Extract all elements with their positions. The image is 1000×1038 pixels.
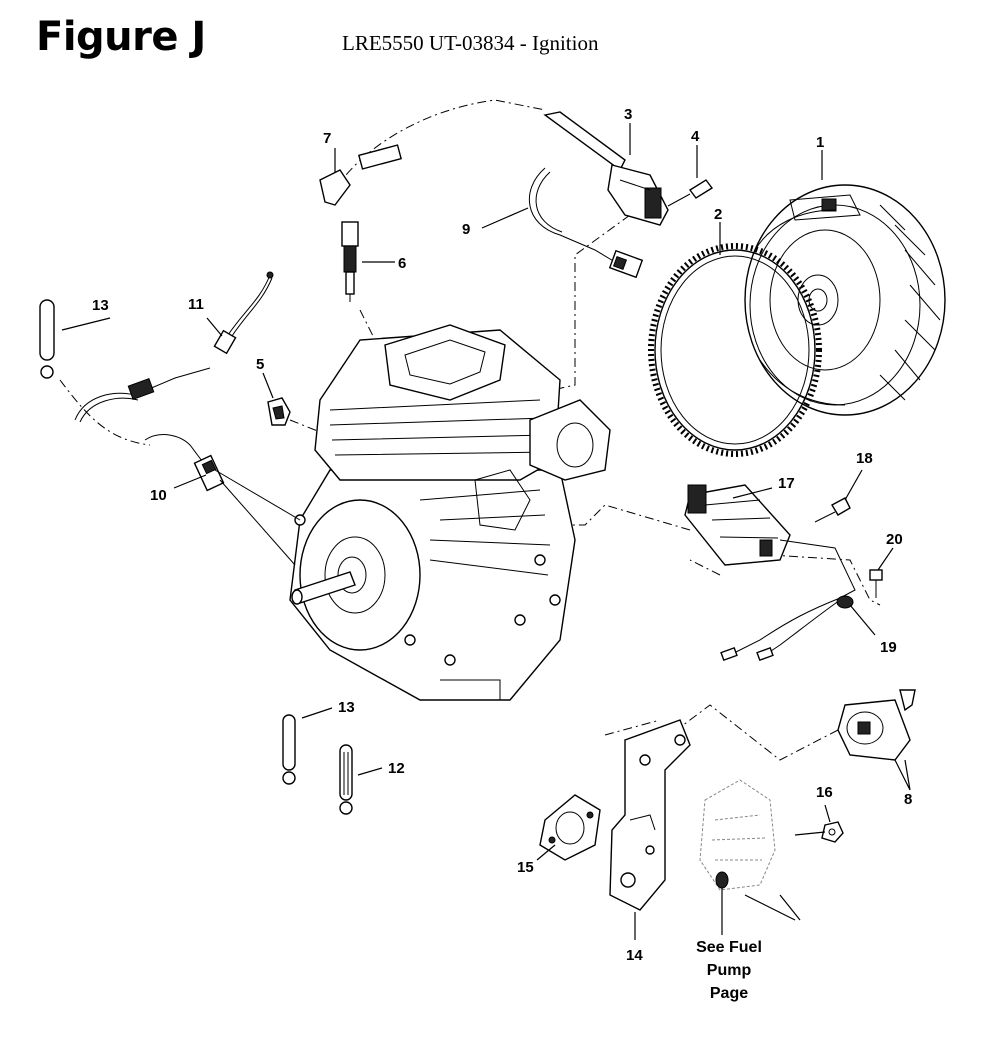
bracket-part-14: [609, 719, 691, 911]
terminal-part-13-upper: [39, 299, 55, 379]
ring-gear-part-2: [648, 243, 822, 457]
harness-part-9: [529, 167, 644, 279]
callout-1: 1: [816, 134, 824, 151]
routing-lines: [59, 99, 881, 736]
callout-18: 18: [856, 450, 873, 467]
leader-lines: [61, 123, 911, 940]
callout-numbers: 1 2 3 4 5 6 7 8 9 10 11 12 13 13 14 15 1…: [92, 106, 912, 964]
engine-block: [289, 324, 611, 701]
harness-part-10: [74, 367, 301, 566]
callout-7: 7: [323, 130, 331, 147]
callout-13-upper: 13: [92, 297, 109, 314]
ignition-switch-part-8: [669, 689, 916, 761]
callout-8: 8: [904, 791, 912, 808]
note-line-2: Pump: [707, 962, 752, 979]
callout-6: 6: [398, 255, 406, 272]
callout-10: 10: [150, 487, 167, 504]
callout-5: 5: [256, 356, 264, 373]
figure-label: Figure J: [36, 14, 206, 60]
gasket-part-15: [539, 794, 601, 861]
callout-9: 9: [462, 221, 470, 238]
note-line-1: See Fuel: [696, 939, 762, 956]
note-line-3: Page: [710, 985, 748, 1002]
terminal-part-12: [339, 744, 353, 815]
callout-3: 3: [624, 106, 632, 123]
terminal-part-13-lower: [282, 714, 296, 785]
callout-11: 11: [188, 296, 204, 313]
callout-13-lower: 13: [338, 699, 355, 716]
nut-part-16: [744, 821, 844, 921]
grommet-part-5: [267, 397, 291, 426]
screw-part-20: [869, 569, 883, 598]
callout-14: 14: [626, 947, 643, 964]
spark-plug-part-6: [341, 221, 359, 302]
module-part-17: [684, 484, 791, 566]
callout-19: 19: [880, 639, 897, 656]
callout-17: 17: [778, 475, 795, 492]
callout-4: 4: [691, 128, 700, 145]
figure-title: LRE5550 UT-03834 - Ignition: [342, 31, 599, 55]
callout-12: 12: [388, 760, 405, 777]
leads-part-19: [720, 539, 856, 662]
ignition-coil-part-3: [543, 111, 669, 226]
fuel-pump-note: See Fuel Pump Page: [696, 939, 762, 1002]
flywheel-part-1: [744, 184, 946, 416]
bolt-part-4: [667, 179, 714, 207]
callout-20: 20: [886, 531, 903, 548]
callout-2: 2: [714, 206, 722, 223]
plug-boot-part-7: [319, 144, 402, 206]
callout-15: 15: [517, 859, 534, 876]
wire-part-11: [213, 271, 274, 355]
fuel-pump-ghost: [699, 779, 776, 891]
callout-16: 16: [816, 784, 833, 801]
bolt-part-18: [814, 497, 851, 523]
